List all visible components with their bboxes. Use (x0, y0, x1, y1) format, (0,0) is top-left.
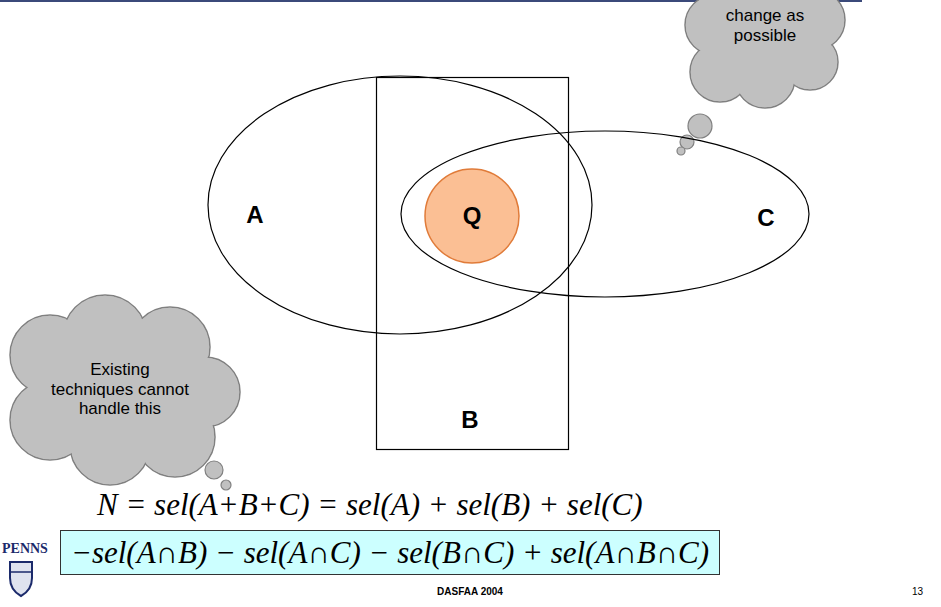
thought-cloud: change as possible (685, 0, 840, 110)
thought-bubble (677, 147, 685, 155)
thought-cloud: Existing techniques cannot handle this (5, 295, 240, 480)
university-shield (10, 562, 32, 596)
cloud-fill (716, 0, 814, 64)
set-label: Q (452, 202, 492, 230)
shield-outline (10, 562, 32, 596)
thought-bubbles (205, 114, 712, 490)
set-label: C (746, 204, 786, 232)
page-number: 13 (912, 586, 923, 597)
cloud-shape (685, 0, 845, 108)
set-label: B (450, 406, 490, 434)
formula-line: N = sel(A+B+C) = sel(A) + sel(B) + sel(C… (97, 488, 643, 522)
set-ellipse-node: C (400, 130, 810, 298)
query-circle-node: Q (424, 168, 520, 264)
node-outline (400, 130, 810, 298)
set-ellipse (208, 76, 592, 334)
thought-bubble (688, 114, 712, 138)
node-outline (207, 75, 593, 335)
formula-line: −sel(A∩B) − sel(A∩C) − sel(B∩C) + sel(A∩… (71, 534, 709, 571)
cloud-text: change as possible (715, 6, 815, 45)
thought-bubble (205, 461, 223, 479)
footer-text: DASFAA 2004 (437, 586, 503, 597)
cloud-fill (51, 321, 189, 459)
cloud-text: Existing techniques cannot handle this (50, 360, 190, 419)
set-rectangle (377, 78, 569, 450)
shield-band (10, 571, 32, 573)
cloud-shape (10, 295, 240, 485)
query-circle (425, 169, 519, 263)
set-ellipse (401, 131, 809, 297)
formula-box: −sel(A∩B) − sel(A∩C) − sel(B∩C) + sel(A∩… (60, 530, 720, 575)
set-ellipse-node: A (207, 75, 593, 335)
set-label: A (235, 201, 275, 229)
logo-text: PENNS (2, 541, 48, 556)
